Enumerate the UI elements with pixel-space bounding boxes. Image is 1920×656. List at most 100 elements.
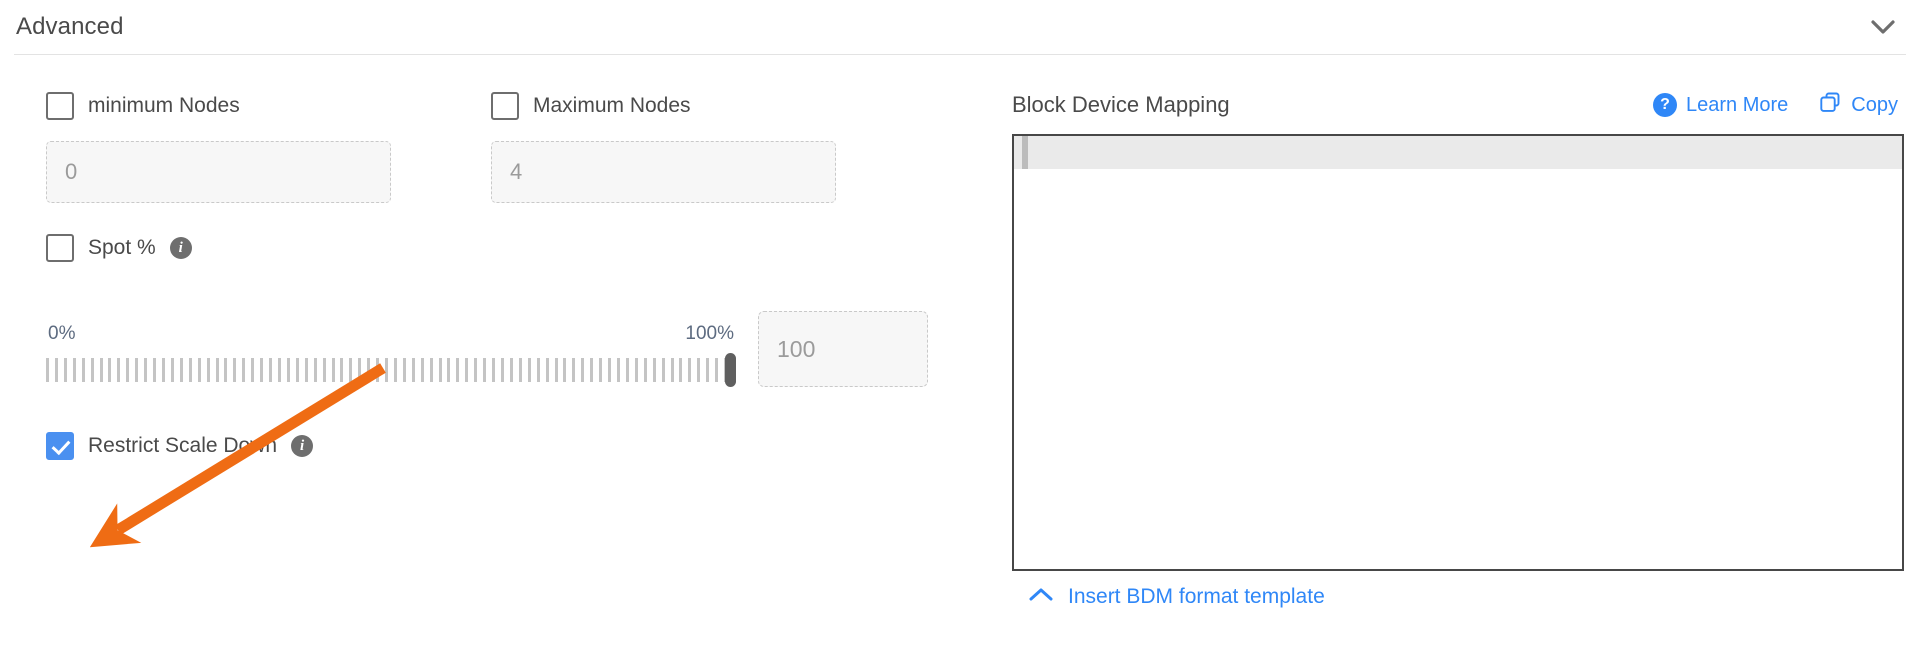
maximum-nodes-checkbox[interactable] [491, 92, 519, 120]
slider-thumb[interactable] [725, 353, 736, 387]
slider-tick [661, 358, 665, 382]
spot-percent-checkbox-row[interactable]: Spot % i [46, 231, 976, 265]
restrict-scale-down-checkbox-row[interactable]: Restrict Scale Down i [46, 429, 976, 463]
slider-min-label: 0% [48, 323, 76, 344]
slider-tick [358, 358, 362, 382]
editor-cursor-gutter [1022, 136, 1028, 169]
spot-percent-value-input[interactable] [758, 311, 928, 387]
slider-tick [206, 358, 210, 382]
slider-tick [545, 358, 549, 382]
slider-tick [679, 358, 683, 382]
slider-tick [277, 358, 281, 382]
slider-ticks [46, 358, 736, 382]
slider-tick [108, 358, 112, 382]
chevron-down-icon[interactable] [1866, 10, 1900, 44]
minimum-nodes-input[interactable] [46, 141, 391, 203]
slider-tick [224, 358, 228, 382]
chevron-up-icon [1028, 585, 1054, 609]
slider-tick [501, 358, 505, 382]
question-circle-icon: ? [1653, 93, 1678, 117]
block-device-mapping-editor[interactable] [1012, 134, 1904, 571]
slider-tick [590, 358, 594, 382]
slider-tick [260, 358, 264, 382]
minimum-nodes-checkbox[interactable] [46, 92, 74, 120]
advanced-body: minimum Nodes Maximum Nodes Spot % i [0, 55, 1920, 609]
slider-tick [376, 358, 380, 382]
slider-tick [527, 358, 531, 382]
slider-tick [456, 358, 460, 382]
slider-tick [465, 358, 469, 382]
insert-bdm-format-template-label: Insert BDM format template [1068, 585, 1325, 608]
slider-tick [126, 358, 130, 382]
slider-tick [295, 358, 299, 382]
spot-percent-info-icon[interactable]: i [169, 237, 192, 259]
spot-percent-checkbox[interactable] [46, 234, 74, 262]
restrict-scale-down-checkbox[interactable] [46, 432, 74, 460]
maximum-nodes-input[interactable] [491, 141, 836, 203]
slider-tick [429, 358, 433, 382]
advanced-section-header[interactable]: Advanced [0, 0, 1920, 54]
slider-max-label: 100% [685, 323, 734, 344]
slider-tick [233, 358, 237, 382]
scaling-options-column: minimum Nodes Maximum Nodes Spot % i [16, 89, 976, 609]
slider-tick [572, 358, 576, 382]
block-device-mapping-header: Block Device Mapping ? Learn More Copy [1012, 89, 1904, 121]
slider-tick [643, 358, 647, 382]
page-title: Advanced [16, 13, 124, 40]
maximum-nodes-label: Maximum Nodes [533, 94, 691, 117]
slider-track[interactable] [46, 353, 736, 387]
slider-tick [161, 358, 165, 382]
slider-tick [536, 358, 540, 382]
block-device-mapping-column: Block Device Mapping ? Learn More Copy [976, 89, 1904, 609]
slider-tick [304, 358, 308, 382]
maximum-nodes-checkbox-row[interactable]: Maximum Nodes [491, 89, 936, 123]
slider-tick [483, 358, 487, 382]
slider-tick [242, 358, 246, 382]
insert-bdm-format-template-link[interactable]: Insert BDM format template [1012, 585, 1325, 609]
slider-tick [385, 358, 389, 382]
slider-tick [63, 358, 67, 382]
maximum-nodes-field: Maximum Nodes [491, 89, 936, 203]
slider-tick [349, 358, 353, 382]
copy-button[interactable]: Copy [1820, 91, 1898, 119]
header-divider [14, 54, 1906, 55]
copy-label: Copy [1851, 93, 1898, 116]
spot-percent-label: Spot % [88, 236, 156, 259]
restrict-scale-down-info-icon[interactable]: i [291, 435, 314, 457]
slider-tick [54, 358, 58, 382]
slider-tick [251, 358, 255, 382]
node-limits-row: minimum Nodes Maximum Nodes [46, 89, 976, 203]
copy-icon [1820, 91, 1842, 119]
slider-tick [554, 358, 558, 382]
slider-tick [411, 358, 415, 382]
slider-tick [518, 358, 522, 382]
slider-tick [313, 358, 317, 382]
slider-tick [706, 358, 710, 382]
slider-tick [340, 358, 344, 382]
slider-tick [197, 358, 201, 382]
slider-tick [402, 358, 406, 382]
slider-tick [179, 358, 183, 382]
slider-tick [286, 358, 290, 382]
slider-tick [563, 358, 567, 382]
slider-tick [170, 358, 174, 382]
minimum-nodes-label: minimum Nodes [88, 94, 240, 117]
slider-scale-labels: 0% 100% [46, 323, 736, 353]
slider-tick [188, 358, 192, 382]
block-device-mapping-title: Block Device Mapping [1012, 92, 1230, 117]
slider-tick [331, 358, 335, 382]
slider-tick [608, 358, 612, 382]
minimum-nodes-checkbox-row[interactable]: minimum Nodes [46, 89, 491, 123]
slider-tick [393, 358, 397, 382]
spot-percent-slider[interactable]: 0% 100% [46, 323, 736, 387]
slider-tick [322, 358, 326, 382]
slider-tick [135, 358, 139, 382]
slider-tick [625, 358, 629, 382]
slider-tick [153, 358, 157, 382]
slider-tick [438, 358, 442, 382]
slider-tick [697, 358, 701, 382]
slider-tick [617, 358, 620, 382]
restrict-scale-down-label: Restrict Scale Down [88, 434, 278, 457]
learn-more-link[interactable]: ? Learn More [1653, 93, 1788, 117]
slider-tick [715, 358, 719, 382]
